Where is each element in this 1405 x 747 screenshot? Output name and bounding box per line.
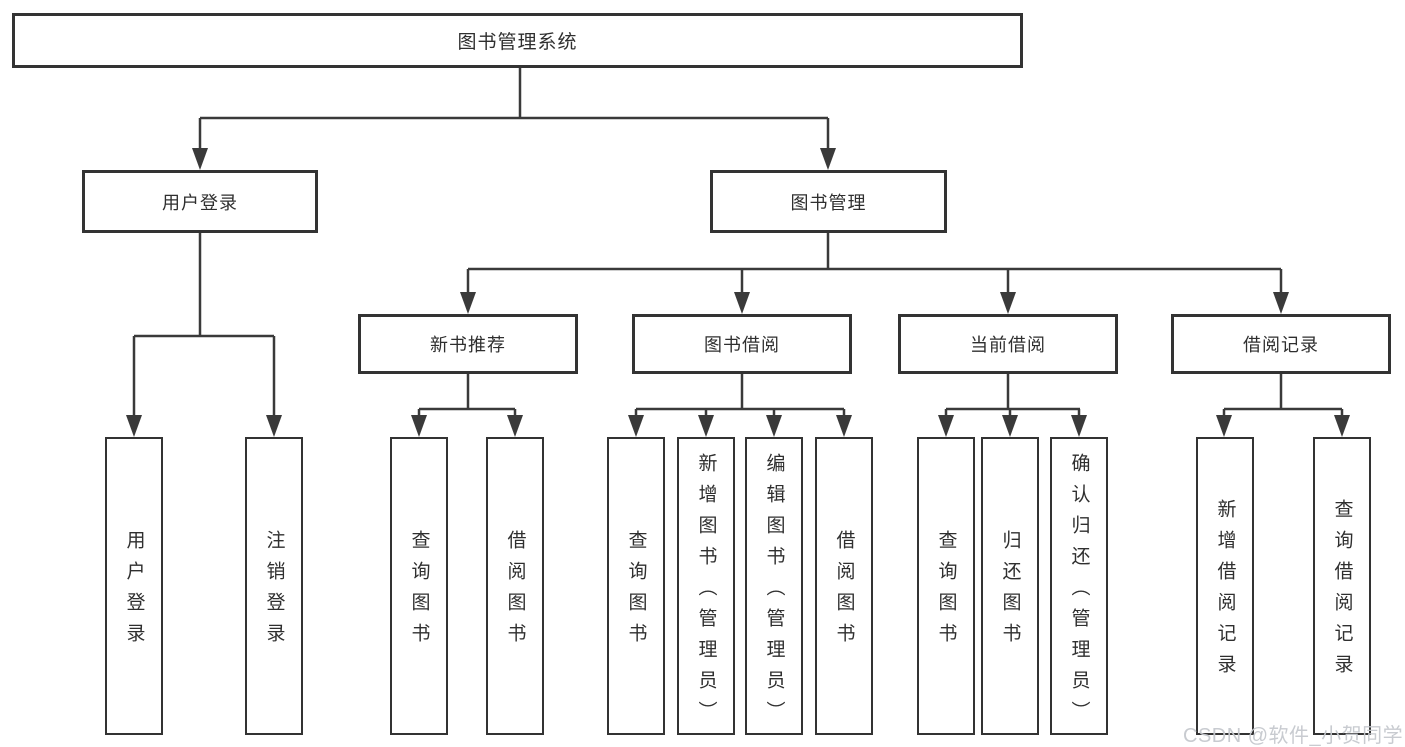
leaf-query-books-borrowing: 查询图书 [607, 437, 665, 735]
leaf-query-borrow-record: 查询借阅记录 [1313, 437, 1371, 735]
leaf-label: 确认归还（管理员） [1068, 452, 1090, 732]
leaf-logout-login: 注销登录 [245, 437, 303, 735]
leaf-edit-books-admin: 编辑图书（管理员） [745, 437, 803, 735]
node-label: 图书管理系统 [457, 32, 578, 53]
node-book-management: 图书管理 [710, 170, 947, 233]
leaf-label: 新增图书（管理员） [695, 452, 717, 732]
leaf-borrow-books-recommend: 借阅图书 [486, 437, 544, 735]
leaf-add-books-admin: 新增图书（管理员） [677, 437, 735, 735]
leaf-label: 新增借阅记录 [1214, 499, 1236, 685]
node-label: 图书管理 [790, 192, 867, 213]
leaf-label: 归还图书 [999, 530, 1021, 654]
leaf-label: 查询图书 [625, 530, 647, 654]
watermark: CSDN @软件_小贺同学 [1183, 725, 1404, 747]
leaf-label: 借阅图书 [833, 530, 855, 654]
leaf-label: 编辑图书（管理员） [763, 452, 785, 732]
leaf-return-books: 归还图书 [981, 437, 1039, 735]
node-label: 当前借阅 [970, 335, 1046, 355]
node-book-borrowing: 图书借阅 [632, 314, 852, 374]
leaf-label: 注销登录 [263, 530, 285, 654]
leaf-label: 查询借阅记录 [1331, 499, 1353, 685]
node-label: 新书推荐 [430, 335, 506, 355]
node-label: 用户登录 [162, 192, 238, 213]
leaf-query-books-current: 查询图书 [917, 437, 975, 735]
node-library-management-system: 图书管理系统 [12, 13, 1023, 68]
leaf-label: 查询图书 [935, 530, 957, 654]
node-new-book-recommendation: 新书推荐 [358, 314, 578, 374]
leaf-confirm-return-admin: 确认归还（管理员） [1050, 437, 1108, 735]
node-borrowing-records: 借阅记录 [1171, 314, 1391, 374]
leaf-query-books-recommend: 查询图书 [390, 437, 448, 735]
leaf-add-borrow-record: 新增借阅记录 [1196, 437, 1254, 735]
leaf-label: 借阅图书 [504, 530, 526, 654]
node-current-borrowing: 当前借阅 [898, 314, 1118, 374]
leaf-label: 用户登录 [123, 530, 145, 654]
node-label: 借阅记录 [1243, 335, 1319, 355]
node-user-login: 用户登录 [82, 170, 318, 233]
leaf-label: 查询图书 [408, 530, 430, 654]
leaf-borrow-books-borrowing: 借阅图书 [815, 437, 873, 735]
leaf-user-login: 用户登录 [105, 437, 163, 735]
node-label: 图书借阅 [704, 335, 780, 355]
